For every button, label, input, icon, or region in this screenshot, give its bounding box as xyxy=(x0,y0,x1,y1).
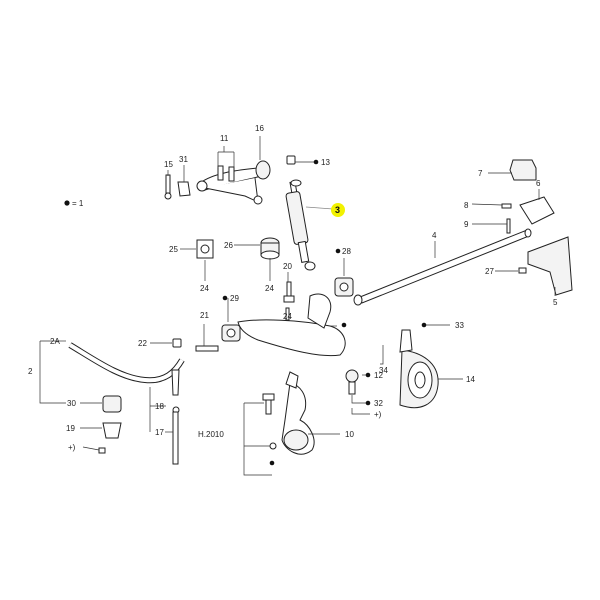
callout-28: 28 xyxy=(342,247,351,256)
callout-19: 19 xyxy=(66,424,75,433)
callout-8: 8 xyxy=(464,201,469,210)
lower-control-arm xyxy=(172,293,346,357)
torsion-adjuster xyxy=(501,159,573,296)
callout-plus-right: +) xyxy=(374,410,382,419)
callout-14: 14 xyxy=(466,375,475,384)
marker-dots xyxy=(222,159,427,466)
callout-29: 29 xyxy=(230,294,239,303)
steering-knuckle xyxy=(262,371,315,455)
bushings xyxy=(196,237,354,303)
callout-25: 25 xyxy=(169,245,178,254)
callout-27: 27 xyxy=(485,267,494,276)
callout-33: 33 xyxy=(455,321,464,330)
callout-15: 15 xyxy=(164,160,173,169)
callout-labels: 11 16 15 31 13 3 7 6 8 9 4 27 5 25 26 24… xyxy=(28,124,558,452)
callout-10: 10 xyxy=(345,430,354,439)
leader-lines xyxy=(39,136,556,476)
legend-dot-icon xyxy=(64,200,70,206)
callout-34: 34 xyxy=(379,366,388,375)
callout-6: 6 xyxy=(536,179,541,188)
callout-21: 21 xyxy=(200,311,209,320)
callout-4: 4 xyxy=(432,231,437,240)
callout-20: 20 xyxy=(283,262,292,271)
callout-31: 31 xyxy=(179,155,188,164)
callout-32: 32 xyxy=(374,399,383,408)
upper-control-arm xyxy=(164,160,271,205)
legend-label: = 1 xyxy=(72,199,84,208)
torsion-bar xyxy=(353,228,532,306)
callout-3-highlight xyxy=(331,203,345,217)
stabilizer-bar xyxy=(68,342,185,465)
callout-3: 3 xyxy=(335,205,340,215)
callout-18: 18 xyxy=(155,402,164,411)
callout-17: 17 xyxy=(155,428,164,437)
callout-7: 7 xyxy=(478,169,483,178)
callout-h2010: H.2010 xyxy=(198,430,224,439)
callout-11: 11 xyxy=(220,134,229,143)
callout-30: 30 xyxy=(67,399,76,408)
callout-26: 26 xyxy=(224,241,233,250)
legend: = 1 xyxy=(64,199,84,208)
callout-24-middle: 24 xyxy=(265,284,274,293)
callout-2: 2 xyxy=(28,367,33,376)
callout-9: 9 xyxy=(464,220,469,229)
callout-12: 12 xyxy=(374,371,383,380)
callout-2a: 2A xyxy=(50,337,60,346)
spindle-hub xyxy=(345,329,439,409)
callout-plus-left: +) xyxy=(68,443,76,452)
callout-22: 22 xyxy=(138,339,147,348)
callout-13: 13 xyxy=(321,158,330,167)
shock-absorber xyxy=(285,179,316,271)
shock-nut xyxy=(286,155,296,165)
callout-24-right: 24 xyxy=(283,312,292,321)
callout-5: 5 xyxy=(553,298,558,307)
callout-16: 16 xyxy=(255,124,264,133)
callout-24-left: 24 xyxy=(200,284,209,293)
